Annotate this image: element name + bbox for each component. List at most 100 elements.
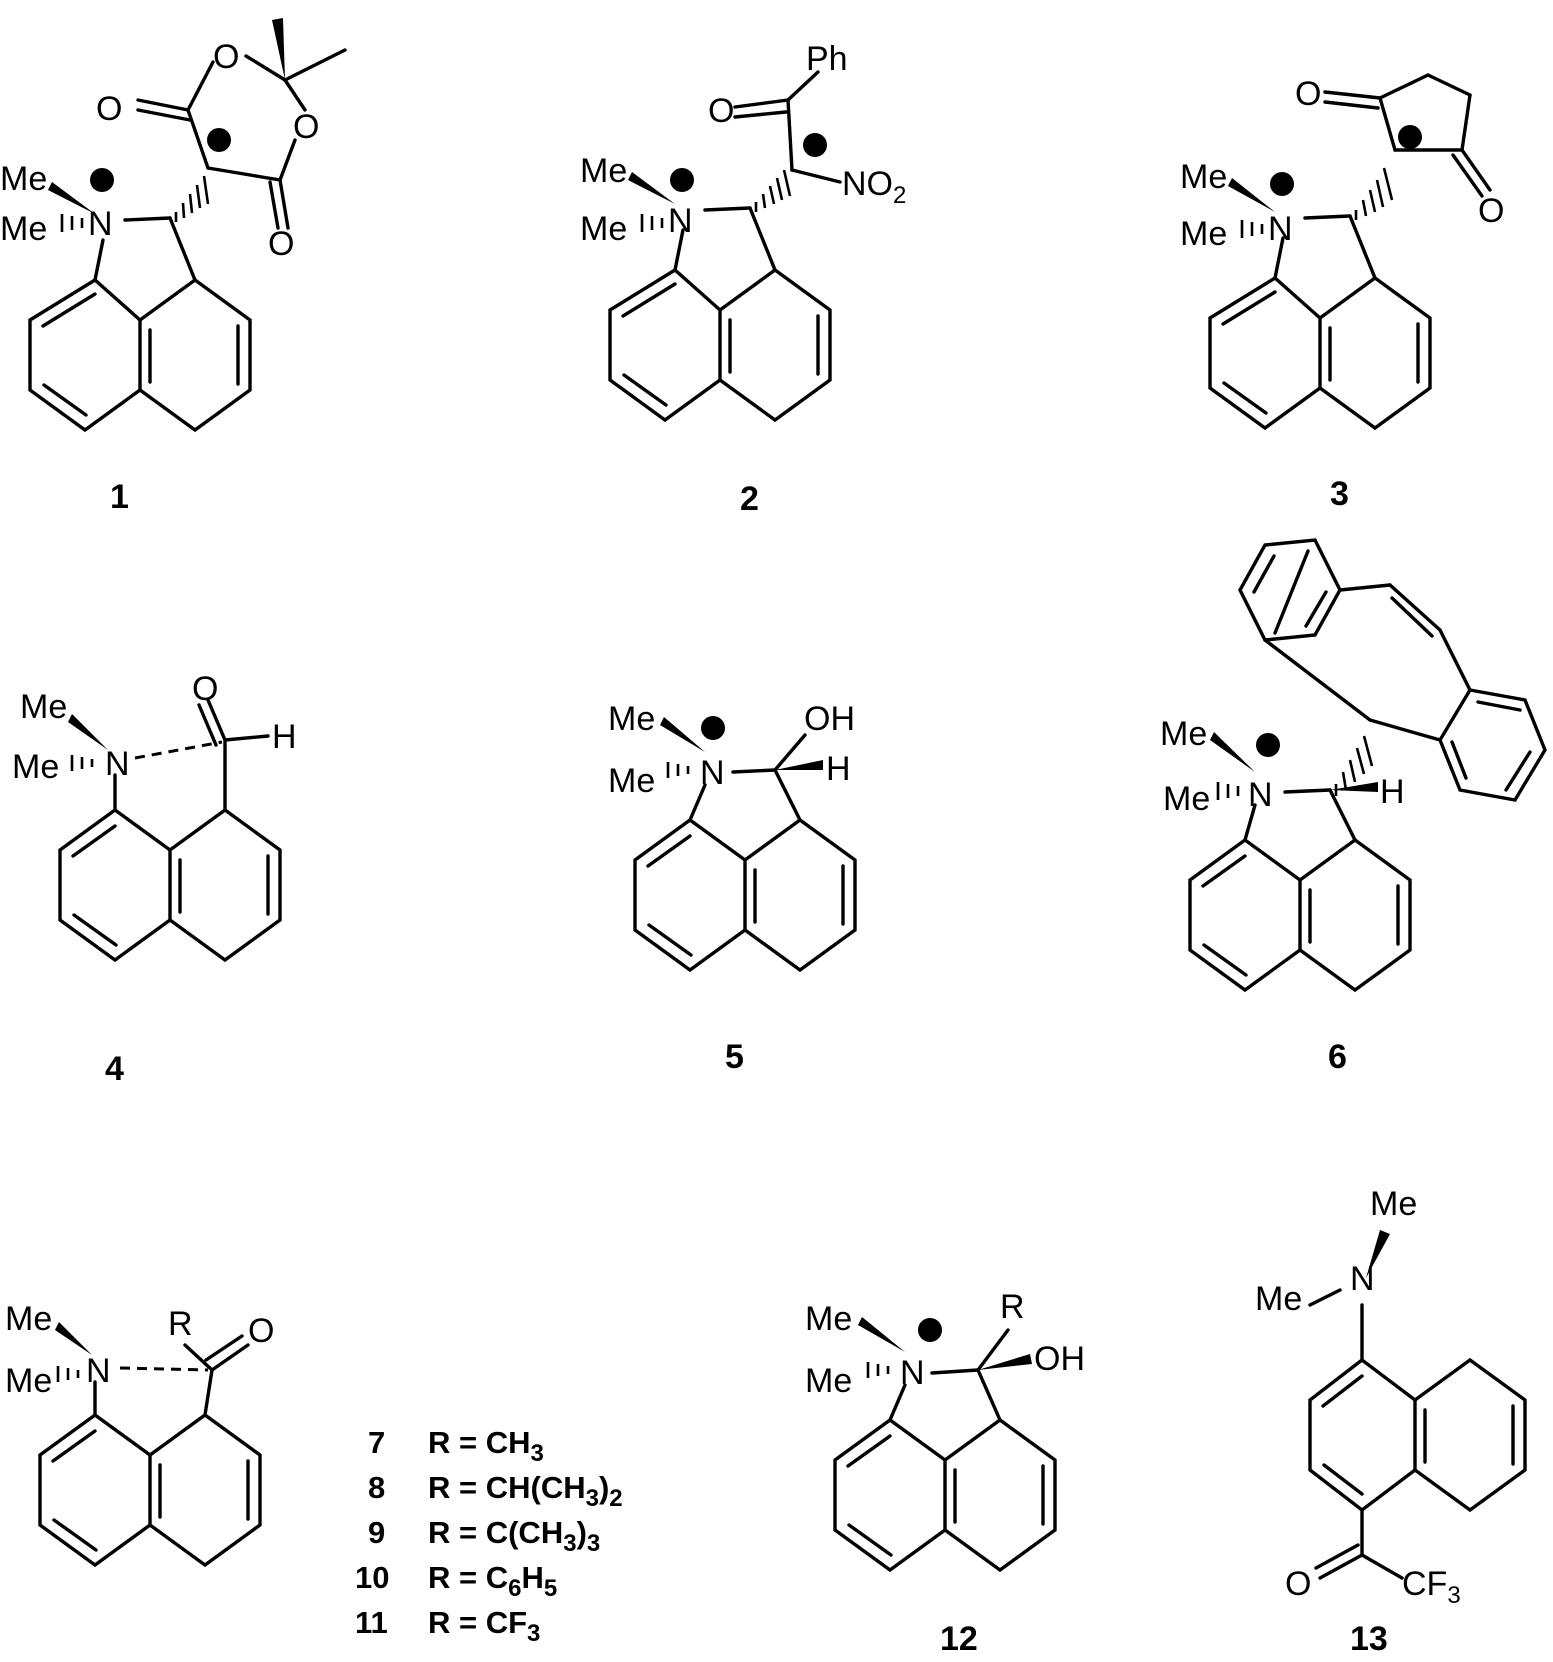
atom-r: R [1000,1288,1025,1326]
atom-n: N [900,1354,925,1392]
atom-me: Me [805,1300,852,1338]
naphthalene-ring-12 [833,1328,1057,1573]
me-hash [60,214,84,232]
hash-bond [754,169,792,212]
atom-me: Me [1163,780,1210,818]
r-row: 9 R = C(CH3)3 [368,1515,600,1557]
r-substituent-list: 7 R = CH3 8 R = CH(CH3)2 9 R = C(CH3)3 1… [355,1425,623,1647]
me-hash [866,1362,890,1378]
atom-me: Me [805,1362,852,1400]
compound-6: N Me Me H 6 [1160,538,1547,1076]
me-wedge [1366,1230,1390,1278]
atom-n: N [1248,776,1273,814]
minus-charge [1398,125,1422,149]
compound-label: 1 [110,478,129,516]
atom-h: H [272,718,297,756]
compound-3: N Me Me O O 3 [1180,73,1504,513]
r-row-number: 10 [355,1560,389,1595]
dashed-interaction [134,740,223,760]
atom-o: O [293,108,319,146]
atom-me: Me [1180,158,1227,196]
me-hash [640,214,664,232]
atom-n: N [88,205,113,243]
plus-charge [1270,172,1294,196]
atom-n: N [1350,1260,1375,1298]
atom-me: Me [5,1300,52,1338]
naphthalene-ring-6 [1188,788,1412,993]
atom-n: N [668,202,693,240]
compound-4: N Me Me O H 4 [12,670,297,1088]
atom-o: O [192,670,218,708]
naphthalene-ring-13 [1308,1288,1527,1580]
me-wedge [55,1322,92,1355]
plus-charge [1256,733,1280,757]
compound-label: 2 [740,480,759,518]
atom-me: Me [12,748,59,786]
atom-n: N [700,754,725,792]
atom-o: O [1285,1565,1311,1603]
r-row-number: 11 [355,1605,388,1640]
naphthalene-ring-1 [28,216,252,433]
hash-bond [174,175,210,222]
r-row-number: 8 [368,1470,385,1505]
atom-me: Me [580,210,627,248]
atom-o: O [708,92,734,130]
plus-charge [670,168,694,192]
compound-5: N Me Me OH H 5 [608,700,857,1076]
plus-charge [701,716,725,740]
atom-me: Me [0,160,47,198]
compound-1: N Me Me O O O O 1 [0,18,347,516]
hash-bond [1334,735,1374,796]
atom-ph: Ph [806,40,848,78]
atom-me: Me [608,762,655,800]
r-row-number: 9 [368,1515,385,1550]
r-row-formula: R = C6H5 [428,1560,557,1602]
wedge-bond [775,760,823,770]
atom-n: N [86,1352,111,1390]
atom-o: O [248,1312,274,1350]
atom-me: Me [5,1362,52,1400]
atom-h: H [1380,773,1405,811]
atom-no2: NO2 [842,165,906,209]
r-row-number: 7 [368,1425,385,1460]
me-wedge [858,1317,905,1352]
compound-7-11-parent: N Me Me R O [5,1300,274,1568]
atom-me: Me [20,688,67,726]
me-hash [56,1366,80,1382]
naphthalene-ring-4 [58,698,282,963]
me-wedge [660,717,705,752]
atom-o: O [1478,192,1504,230]
naphthalene-ring-3 [1208,73,1492,431]
compound-2: N Me Me O Ph NO2 2 [580,40,906,518]
meldrum-ring [136,48,347,230]
r-row: 7 R = CH3 [368,1425,544,1467]
atom-o: O [268,225,294,263]
me-wedge [1228,178,1275,212]
naphthalene-ring-7 [38,1334,262,1568]
r-row: 8 R = CH(CH3)2 [368,1470,623,1512]
me-wedge [48,182,95,214]
atom-o: O [213,38,239,76]
atom-me: Me [580,152,627,190]
me-hash [70,755,94,771]
wedge-bond [1330,782,1378,792]
compound-13: N Me Me O CF3 13 [1255,1185,1527,1658]
compound-12: N Me Me R OH 12 [805,1288,1085,1658]
r-row-formula: R = CH(CH3)2 [428,1470,623,1512]
r-row-formula: R = CH3 [428,1425,544,1467]
me-hash [1216,782,1240,800]
compound-label: 5 [725,1038,744,1076]
atom-o: O [96,90,122,128]
me-hash [666,762,690,778]
me-hash [1240,220,1264,238]
wedge-bond [978,1354,1032,1370]
hash-bond [1354,167,1394,220]
dibenzo-ring [1238,538,1547,802]
compound-label: 6 [1328,1038,1347,1076]
naphthalene-ring-2 [608,70,842,423]
r-row: 11 R = CF3 [355,1605,540,1647]
minus-charge [803,133,827,157]
atom-me: Me [1370,1185,1417,1223]
